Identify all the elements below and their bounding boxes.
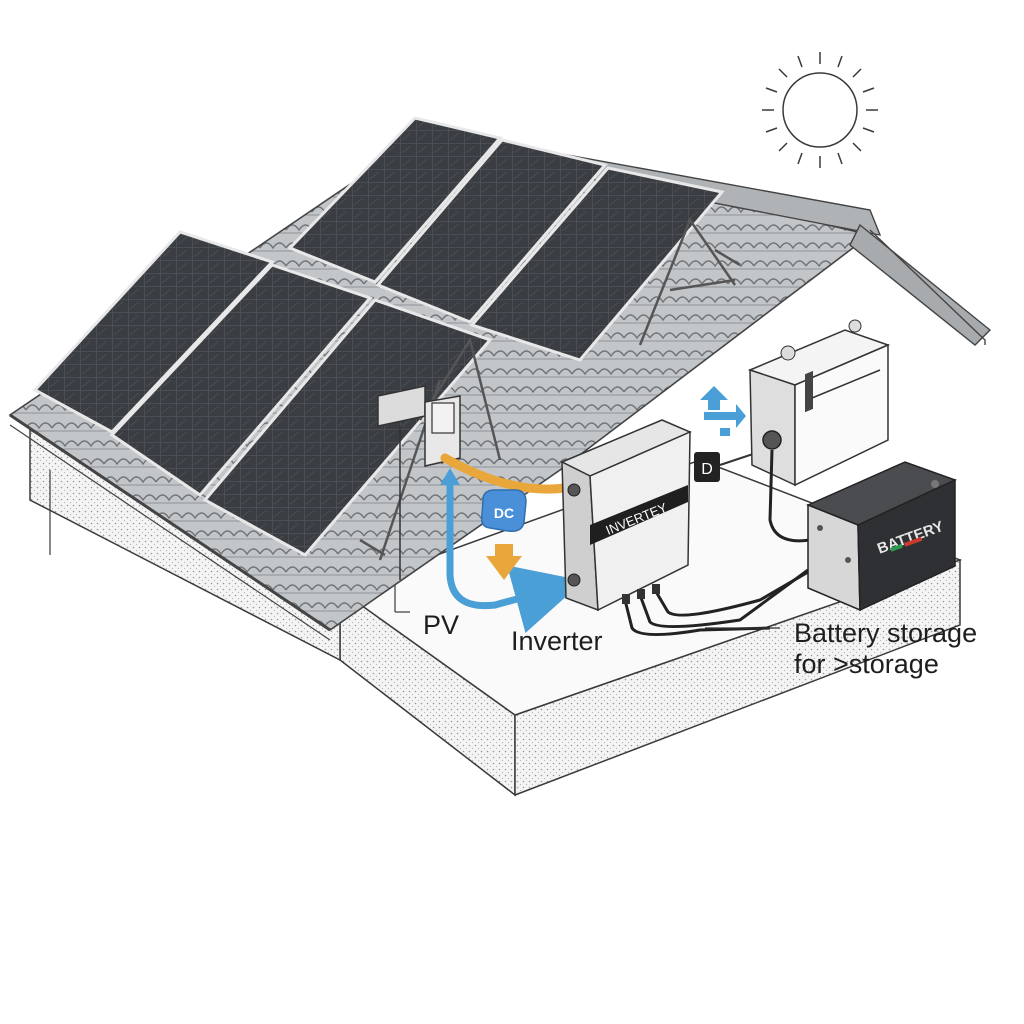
battery-unit: BATTERY (806, 461, 957, 612)
dc-badge-text: DC (494, 505, 514, 521)
roof-junction-box (377, 385, 461, 580)
pv-label: PV (423, 610, 460, 640)
solar-panel (109, 263, 373, 497)
inverter-unit: INVERTEY (560, 419, 816, 637)
solar-panel (32, 230, 275, 434)
exchange-arrows-icon (700, 386, 746, 436)
dc-flow-icon: DC (480, 489, 527, 580)
solar-panel (287, 116, 503, 284)
battery-storage-label: Battery storage (794, 618, 978, 648)
dc-cable-orange (440, 453, 570, 494)
solar-array (32, 116, 725, 557)
sun-icon (762, 52, 878, 168)
battery-storage-sublabel: for >storage (794, 649, 939, 679)
solar-panel (375, 138, 608, 324)
meter-badge-text: D (701, 461, 713, 478)
solar-panel (202, 298, 493, 557)
roof-gable-edge (849, 223, 992, 346)
down-arrow-orange (486, 544, 522, 580)
flow-arrow-blue (446, 476, 584, 633)
charge-unit (747, 319, 891, 543)
mounting-frames (359, 217, 741, 561)
inverter-label: Inverter (511, 626, 603, 656)
flow-arrow-blue-up-head (440, 468, 460, 485)
solar-panel (469, 166, 725, 362)
